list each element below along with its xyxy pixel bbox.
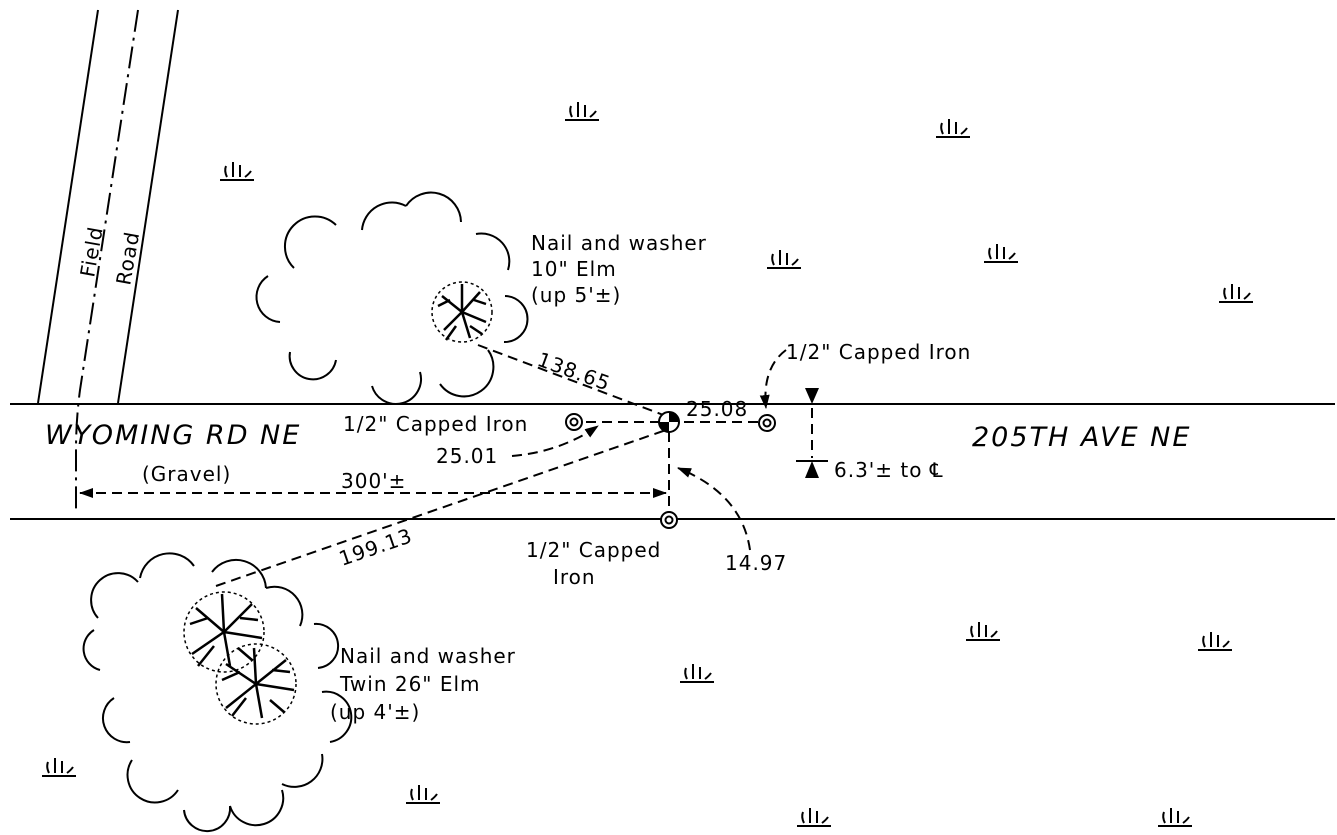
leader-25-01 [511, 425, 599, 457]
field-road [37, 9, 179, 512]
dim-label-centerline: 6.3'± to ℄ [834, 458, 944, 482]
south-tree-label-line1: Nail and washer [340, 644, 516, 668]
dim-label-25-08: 25.08 [686, 397, 748, 421]
grass-icon [1218, 283, 1254, 303]
tree-trunk-south-icon [183, 591, 297, 725]
iron-monument-west-icon [565, 413, 583, 431]
field-road-label-road: Road [111, 229, 144, 287]
grass-icon [405, 784, 441, 804]
grass-icon [983, 243, 1019, 263]
field-road-label-field: Field [75, 224, 108, 279]
north-tree-label-line3: (up 5'±) [531, 283, 621, 307]
south-tree-label-line2: Twin 26" Elm [339, 672, 481, 696]
grass-icon [564, 101, 600, 121]
iron-monument-south-icon [660, 511, 678, 529]
dim-label-25-01: 25.01 [436, 444, 498, 468]
north-tree-label-line1: Nail and washer [531, 231, 707, 255]
grass-icon [1197, 631, 1233, 651]
west-iron-label: 1/2" Capped Iron [343, 412, 528, 436]
dim-line-north-tree [477, 344, 667, 417]
grass-icon [219, 161, 255, 181]
east-iron-label: 1/2" Capped Iron [786, 340, 971, 364]
south-tree-label-line3: (up 4'±) [330, 700, 420, 724]
dim-label-300: 300'± [341, 469, 406, 493]
grass-icon [1157, 807, 1193, 827]
road-surface-label: (Gravel) [142, 462, 231, 486]
grass-icon [796, 807, 832, 827]
dim-label-14-97: 14.97 [725, 551, 787, 575]
tree-canopy-north [255, 191, 529, 405]
grass-icon [679, 663, 715, 683]
north-tree-label-line2: 10" Elm [531, 257, 617, 281]
south-iron-label-line1: 1/2" Capped [526, 538, 661, 562]
grass-icon [935, 118, 971, 138]
control-point-icon [658, 411, 680, 433]
leader-east-iron [759, 349, 787, 409]
grass-icon [41, 757, 77, 777]
tree-trunk-north-icon [431, 281, 493, 343]
tree-canopy-south [82, 552, 353, 833]
iron-monument-east-icon [758, 414, 776, 432]
leader-14-97 [677, 467, 751, 551]
road-name-east: 205TH AVE NE [972, 422, 1191, 453]
centerline-offset-dim [796, 388, 828, 478]
dim-label-138-65: 138.65 [534, 347, 614, 396]
grass-icon [766, 249, 802, 269]
road-name-west: WYOMING RD NE [45, 420, 301, 451]
south-iron-label-line2: Iron [553, 565, 596, 589]
grass-icon [965, 621, 1001, 641]
